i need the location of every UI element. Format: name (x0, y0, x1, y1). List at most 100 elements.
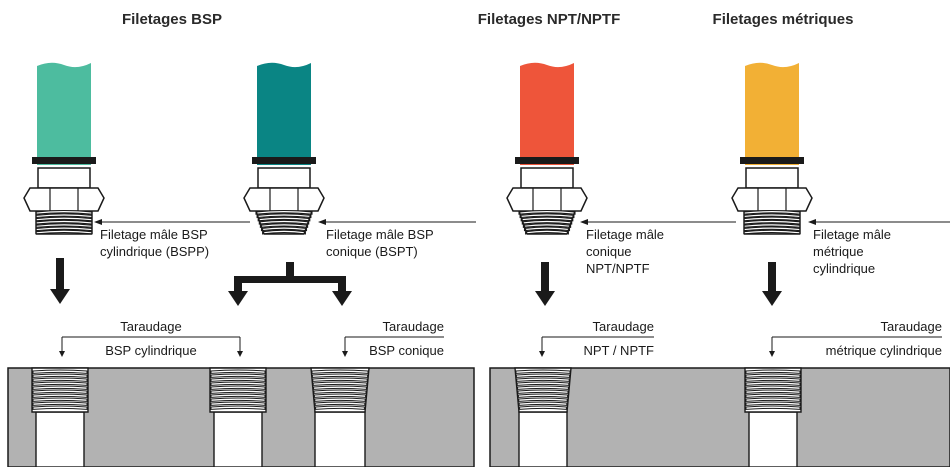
arrow-split-bar (234, 276, 346, 283)
thread-groove (32, 369, 88, 374)
bore (213, 411, 263, 467)
thread-flank (518, 210, 528, 235)
thread-groove (518, 397, 568, 402)
callout-arrowhead (318, 219, 326, 225)
port-label-line: NPT / NPTF (583, 343, 654, 358)
collar (520, 167, 574, 189)
arrow-head (535, 291, 555, 306)
thread-groove (745, 385, 801, 390)
thread-groove (210, 369, 266, 374)
callout-text: conique (BSPT) (326, 244, 418, 259)
port-label-line: Taraudage (881, 319, 942, 334)
arrow-head (332, 291, 352, 306)
thread-groove (745, 373, 801, 378)
port-label-line: BSP cylindrique (105, 343, 197, 358)
thread-ridge (523, 226, 571, 232)
thread-groove (210, 401, 266, 406)
thread-groove (313, 389, 367, 394)
o-ring (252, 157, 316, 164)
thread-groove (745, 401, 801, 406)
male-thread-label-bspp: Filetage mâle BSP cylindrique (BSPP) (94, 219, 250, 259)
thread-groove (312, 377, 368, 382)
bracket-arrowhead (237, 351, 243, 357)
thread-groove (745, 389, 801, 394)
thread-groove (311, 373, 369, 378)
thread-ridge (520, 216, 574, 222)
thread-groove (745, 381, 801, 386)
callout-arrowhead (808, 219, 816, 225)
thread-groove (210, 389, 266, 394)
hex-nut (731, 187, 813, 212)
collar (37, 167, 91, 189)
threaded-port-bspt (310, 367, 370, 467)
arrow-shaft (56, 258, 64, 290)
bore (748, 411, 798, 467)
hex-nut (23, 187, 105, 212)
thread-flank (566, 210, 576, 235)
tube (520, 62, 574, 165)
port-label-line: BSP conique (369, 343, 444, 358)
thread-groove (745, 393, 801, 398)
callout-text: Filetage mâle BSP (326, 227, 434, 242)
collar (745, 167, 799, 189)
fitting-bspp (23, 62, 105, 235)
thread-flank (303, 210, 313, 235)
male-thread-label-bspt: Filetage mâle BSP conique (BSPT) (318, 219, 476, 259)
title-npt: Filetages NPT/NPTF (478, 11, 621, 28)
collar (257, 167, 311, 189)
thread-groove (314, 397, 366, 402)
title-bsp: Filetages BSP (122, 11, 222, 28)
port-label-line: Taraudage (593, 319, 654, 334)
thread-groove (312, 381, 368, 386)
hex-nut (243, 187, 325, 212)
thread-groove (210, 393, 266, 398)
thread-groove (32, 373, 88, 378)
bracket-arrowhead (769, 351, 775, 357)
thread-groove (517, 389, 569, 394)
thread-groove (313, 385, 367, 390)
hex-nut (506, 187, 588, 212)
callout-arrowhead (580, 219, 588, 225)
o-ring (32, 157, 96, 164)
callout-text: Filetage mâle BSP (100, 227, 208, 242)
thread-groove (210, 385, 266, 390)
callout-text: NPT/NPTF (586, 261, 650, 276)
flow-arrows (50, 258, 782, 306)
port-label-line: Taraudage (120, 319, 181, 334)
arrow-shaft (338, 276, 346, 292)
thread-ridge (262, 229, 306, 235)
thread-groove (210, 381, 266, 386)
thread-ridge (521, 219, 573, 225)
thread-groove (519, 405, 567, 410)
thread-groove (32, 377, 88, 382)
bore (314, 411, 366, 467)
thread-groove (517, 385, 569, 390)
thread-groove (32, 405, 88, 410)
thread-groove (32, 381, 88, 386)
title-metric: Filetages métriques (713, 11, 854, 28)
port-label-line: Taraudage (383, 319, 444, 334)
tube (745, 62, 799, 165)
threaded-port-bspp-2 (209, 367, 267, 467)
thread-groove (32, 397, 88, 402)
tube (37, 62, 91, 165)
thread-groove (516, 377, 570, 382)
bore (35, 411, 85, 467)
arrow-shaft (768, 262, 776, 292)
thread-groove (515, 369, 571, 374)
thread-ridge (518, 209, 576, 215)
callout-text: cylindrique (813, 261, 875, 276)
callout-text: cylindrique (BSPP) (100, 244, 209, 259)
thread-ridge (259, 223, 309, 228)
callout-text: conique (586, 244, 632, 259)
fitting-metric (731, 62, 813, 235)
thread-groove (517, 393, 569, 398)
thread-ridge (260, 226, 308, 232)
o-ring (515, 157, 579, 164)
